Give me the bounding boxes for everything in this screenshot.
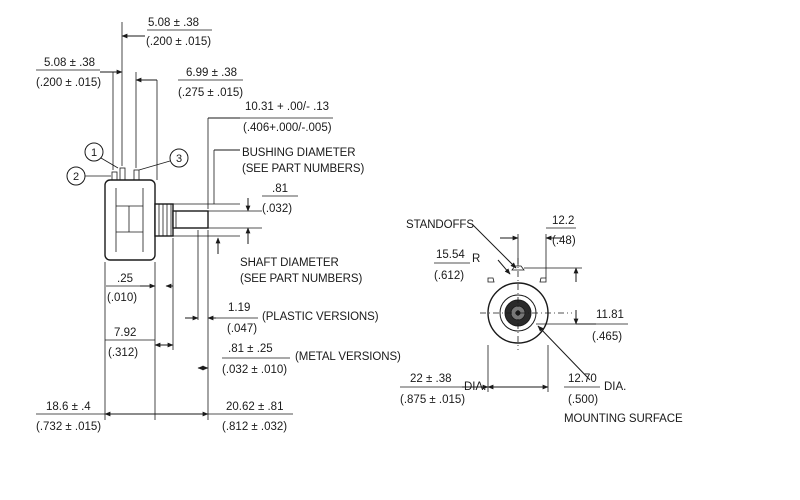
- svg-text:.81 ± .25: .81 ± .25: [228, 343, 273, 355]
- svg-text:15.54: 15.54: [436, 249, 465, 261]
- standoff-left: [487, 277, 495, 283]
- svg-text:(.047): (.047): [227, 323, 257, 335]
- svg-text:(.875 ± .015): (.875 ± .015): [400, 394, 465, 406]
- standoff-right: [539, 277, 547, 283]
- label-bushing-diameter: BUSHING DIAMETER (SEE PART NUMBERS): [242, 147, 365, 175]
- dim-label-4: 10.31 + .00/- .13 (.406+.000/-.005): [240, 101, 333, 134]
- svg-text:20.62 ± .81: 20.62 ± .81: [226, 401, 283, 413]
- dim-label-6: .81 (.032): [262, 183, 298, 215]
- balloon-2: 2: [66, 166, 111, 186]
- svg-text:MOUNTING SURFACE: MOUNTING SURFACE: [564, 413, 683, 425]
- svg-text:(.732 ± .015): (.732 ± .015): [36, 421, 101, 433]
- pot-housing: [104, 179, 156, 261]
- svg-text:R: R: [472, 253, 480, 265]
- svg-text:1.19: 1.19: [228, 302, 250, 314]
- dim-label-9: 1.19 (.047) (PLASTIC VERSIONS): [216, 302, 379, 335]
- svg-text:5.08 ± .38: 5.08 ± .38: [148, 17, 199, 29]
- svg-text:(.275 ± .015): (.275 ± .015): [178, 87, 243, 99]
- svg-text:(PLASTIC VERSIONS): (PLASTIC VERSIONS): [262, 311, 379, 323]
- label-shaft-diameter: SHAFT DIAMETER (SEE PART NUMBERS): [240, 257, 363, 285]
- svg-text:.81: .81: [272, 183, 288, 195]
- svg-text:(.812 ± .032): (.812 ± .032): [222, 421, 287, 433]
- dim-label-13: 20.62 ± .81 (.812 ± .032): [208, 401, 293, 433]
- svg-text:(METAL VERSIONS): (METAL VERSIONS): [295, 351, 401, 363]
- front-dim-label-3: 11.81 (.465): [590, 309, 628, 343]
- svg-text:(.406+.000/-.005): (.406+.000/-.005): [243, 122, 332, 134]
- front-dim-label-2: 15.54 R (.612): [434, 249, 480, 282]
- front-dim-label-4: 22 ± .38 DIA. (.875 ± .015): [400, 373, 486, 406]
- svg-text:18.6 ± .4: 18.6 ± .4: [46, 401, 91, 413]
- side-view: 1 2 3: [66, 22, 262, 420]
- svg-text:BUSHING DIAMETER: BUSHING DIAMETER: [242, 147, 355, 159]
- svg-text:(.500): (.500): [568, 394, 598, 406]
- svg-text:SHAFT DIAMETER: SHAFT DIAMETER: [240, 257, 339, 269]
- svg-text:3: 3: [176, 153, 182, 165]
- svg-text:.25: .25: [117, 273, 133, 285]
- svg-text:12.70: 12.70: [568, 373, 597, 385]
- front-view: [462, 223, 596, 392]
- dim-label-3: 6.99 ± .38 (.275 ± .015): [178, 67, 243, 99]
- svg-text:6.99 ± .38: 6.99 ± .38: [186, 67, 237, 79]
- svg-text:DIA.: DIA.: [604, 381, 626, 393]
- svg-text:7.92: 7.92: [114, 327, 136, 339]
- svg-text:(.200 ± .015): (.200 ± .015): [146, 36, 211, 48]
- svg-text:12.2: 12.2: [552, 215, 574, 227]
- svg-text:(.465): (.465): [592, 331, 622, 343]
- svg-text:(.010): (.010): [107, 292, 137, 304]
- dim-label-1: 5.08 ± .38 (.200 ± .015): [146, 17, 212, 48]
- svg-text:11.81: 11.81: [596, 309, 624, 321]
- svg-text:1: 1: [91, 147, 97, 159]
- svg-text:(.032): (.032): [262, 203, 292, 215]
- svg-text:10.31 + .00/- .13: 10.31 + .00/- .13: [245, 101, 329, 113]
- bushing: [154, 203, 174, 237]
- balloon-1: 1: [84, 142, 119, 169]
- balloon-3: 3: [138, 148, 189, 171]
- svg-text:22 ± .38: 22 ± .38: [410, 373, 451, 385]
- dim-label-12: 18.6 ± .4 (.732 ± .015): [36, 401, 105, 433]
- front-dim-label-1: 12.2 (.48): [546, 215, 576, 247]
- svg-text:DIA.: DIA.: [464, 381, 486, 393]
- svg-text:(.312): (.312): [108, 347, 138, 359]
- dim-label-8: .25 (.010): [106, 273, 140, 304]
- svg-text:(.200 ± .015): (.200 ± .015): [36, 77, 101, 89]
- svg-text:(SEE PART NUMBERS): (SEE PART NUMBERS): [242, 163, 364, 175]
- svg-text:(.612): (.612): [434, 270, 464, 282]
- svg-text:5.08 ± .38: 5.08 ± .38: [44, 57, 95, 69]
- svg-text:(.48): (.48): [552, 235, 576, 247]
- label-standoffs: STANDOFFS: [406, 219, 474, 231]
- dim-label-2: 5.08 ± .38 (.200 ± .015): [36, 57, 101, 89]
- shaft: [172, 210, 209, 229]
- svg-text:(SEE PART NUMBERS): (SEE PART NUMBERS): [240, 273, 362, 285]
- front-dim-label-5: 12.70 DIA. (.500) MOUNTING SURFACE: [564, 373, 683, 425]
- dim-label-11: .81 ± .25 (.032 ± .010) (METAL VERSIONS): [222, 343, 401, 376]
- bushing-thread: [158, 204, 172, 236]
- svg-text:2: 2: [73, 171, 79, 183]
- dim-label-10: 7.92 (.312): [105, 327, 155, 359]
- svg-text:(.032 ± .010): (.032 ± .010): [222, 364, 287, 376]
